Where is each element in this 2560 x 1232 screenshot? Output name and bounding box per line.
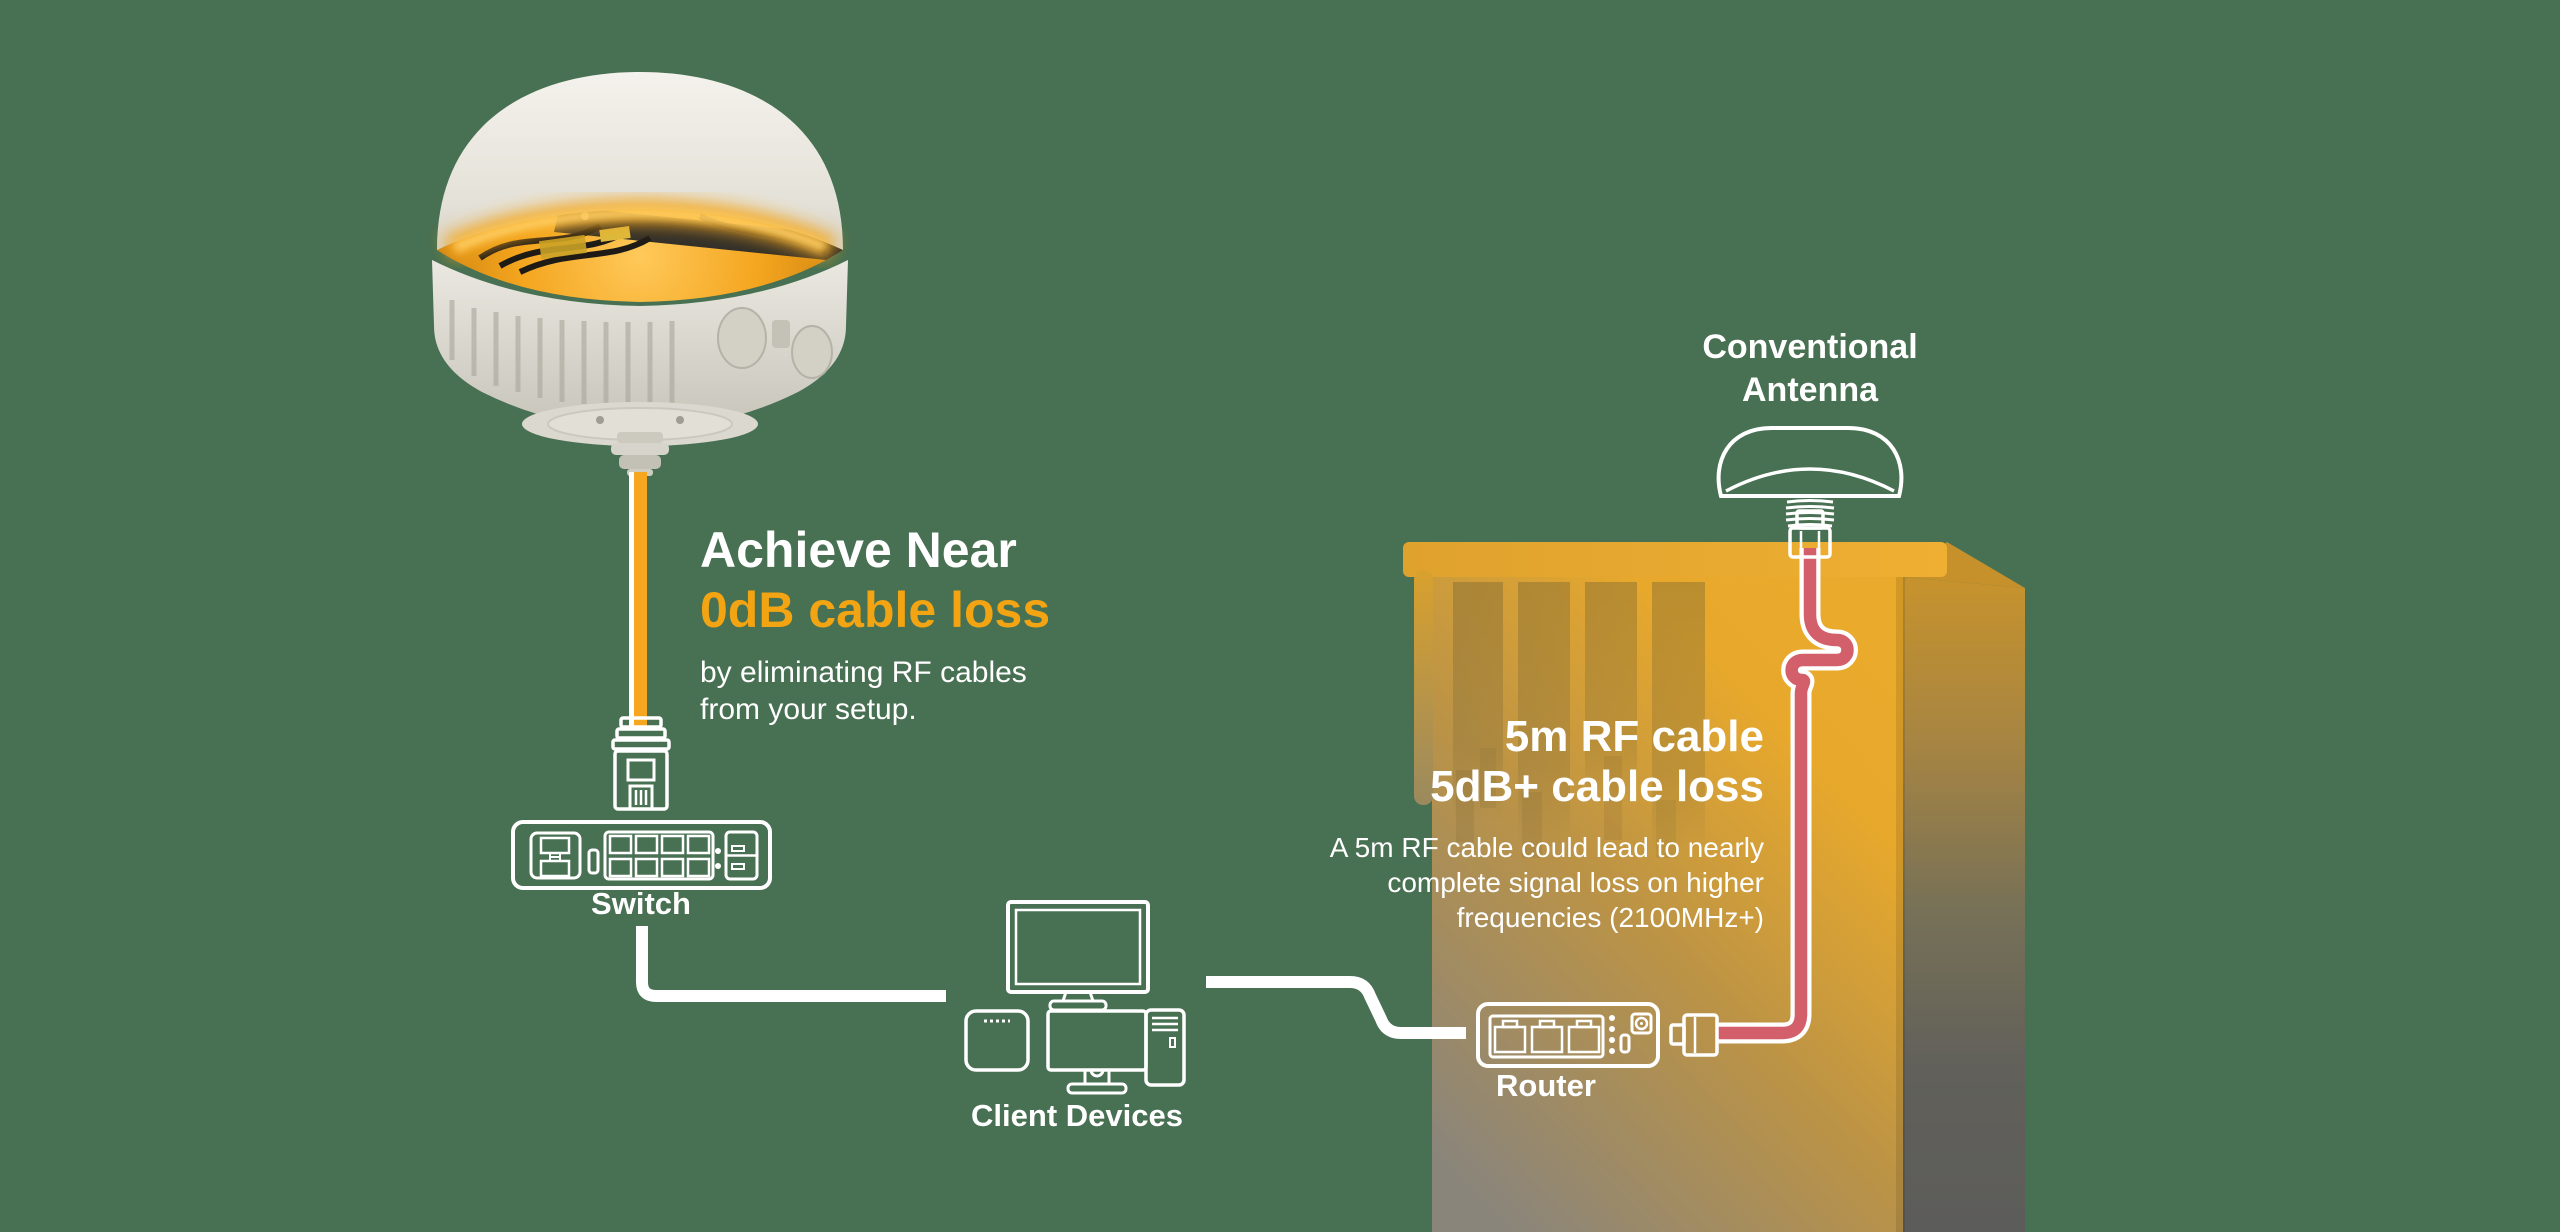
building-parapet <box>1403 542 1947 577</box>
device-base-drum <box>432 260 848 430</box>
right-callout: 5m RF cable 5dB+ cable loss A 5m RF cabl… <box>1284 712 1764 935</box>
conventional-antenna-label-line2: Antenna <box>1742 371 1878 409</box>
ethernet-cable-core <box>634 472 647 726</box>
integrated-antenna-device <box>432 72 848 476</box>
router-label: Router <box>1496 1068 1596 1103</box>
antenna-dome-rim-arc <box>1725 467 1895 493</box>
monitor-icon <box>1046 1009 1148 1095</box>
rf-cable <box>1718 548 1858 1044</box>
router-body <box>1476 1002 1660 1068</box>
conventional-antenna-label: Conventional Antenna <box>1610 326 2010 412</box>
left-callout-heading-accent: 0dB cable loss <box>700 582 1051 638</box>
coax-connector-icon <box>1669 1013 1719 1057</box>
rj45-plug-icon <box>611 716 671 811</box>
left-callout-body: by eliminating RF cables from your setup… <box>700 654 1260 728</box>
antenna-dome-outline <box>1716 426 1904 498</box>
left-callout-heading-white: Achieve Near <box>700 522 1017 578</box>
left-callout-body-line2: from your setup. <box>700 693 917 726</box>
ethernet-cable <box>629 472 647 726</box>
switch-icon <box>511 820 772 890</box>
device-base-knockouts <box>717 307 833 379</box>
building-illustration <box>1403 542 2025 1232</box>
connection-line-clients-to-router <box>1206 976 1466 1039</box>
left-callout: Achieve Near 0dB cable loss by eliminati… <box>700 520 1260 728</box>
right-callout-heading-line1: 5m RF cable <box>1504 712 1764 761</box>
right-callout-body-line1: A 5m RF cable could lead to nearly <box>1329 832 1764 863</box>
rf-cable-core <box>1718 548 1854 1040</box>
building-side-face <box>1903 577 2025 1232</box>
device-screw-left <box>596 416 604 424</box>
router-ethernet-ports <box>1493 1019 1601 1054</box>
switch-slot <box>587 848 600 875</box>
switch-label: Switch <box>591 886 691 921</box>
building-pilaster <box>1414 570 1433 805</box>
device-base-fins <box>449 300 675 407</box>
switch-port-grid <box>603 830 715 881</box>
router-led-dots <box>1609 1015 1615 1054</box>
ethernet-cable-highlight <box>629 472 634 726</box>
client-devices-label: Client Devices <box>971 1098 1183 1133</box>
right-callout-heading-line2: 5dB+ cable loss <box>1430 762 1764 811</box>
tablet-icon <box>964 1009 1030 1072</box>
building-window-bands <box>1453 582 1705 858</box>
right-callout-body-line2: complete signal loss on higher <box>1387 867 1764 898</box>
desktop-tower-icon <box>1144 1008 1186 1087</box>
right-callout-body: A 5m RF cable could lead to nearly compl… <box>1284 830 1764 935</box>
router-icon <box>1476 1002 1660 1068</box>
device-rim-glow-hot <box>452 207 828 253</box>
conventional-antenna-icon <box>1716 426 1904 559</box>
connection-line-switch-to-clients <box>636 926 946 1002</box>
switch-body <box>511 820 772 890</box>
building-edge-shadow <box>1896 577 1905 1232</box>
tv-icon <box>1006 900 1150 1012</box>
switch-sfp-module <box>715 830 759 881</box>
left-callout-body-line1: by eliminating RF cables <box>700 656 1027 689</box>
conventional-antenna-label-line1: Conventional <box>1702 328 1918 366</box>
client-devices-icon <box>964 900 1186 1095</box>
device-dome-shell <box>437 72 843 250</box>
device-screw-right <box>676 416 684 424</box>
router-port-module <box>1488 1014 1605 1059</box>
sma-connector-icon <box>1788 509 1832 559</box>
antenna-threaded-stud <box>1785 499 1835 528</box>
switch-uplink-module <box>529 831 582 880</box>
right-callout-body-line3: frequencies (2100MHz+) <box>1456 902 1764 933</box>
router-usb-slot <box>1619 1033 1631 1054</box>
device-cable-gland <box>611 432 669 476</box>
router-power-jack <box>1630 1012 1653 1035</box>
